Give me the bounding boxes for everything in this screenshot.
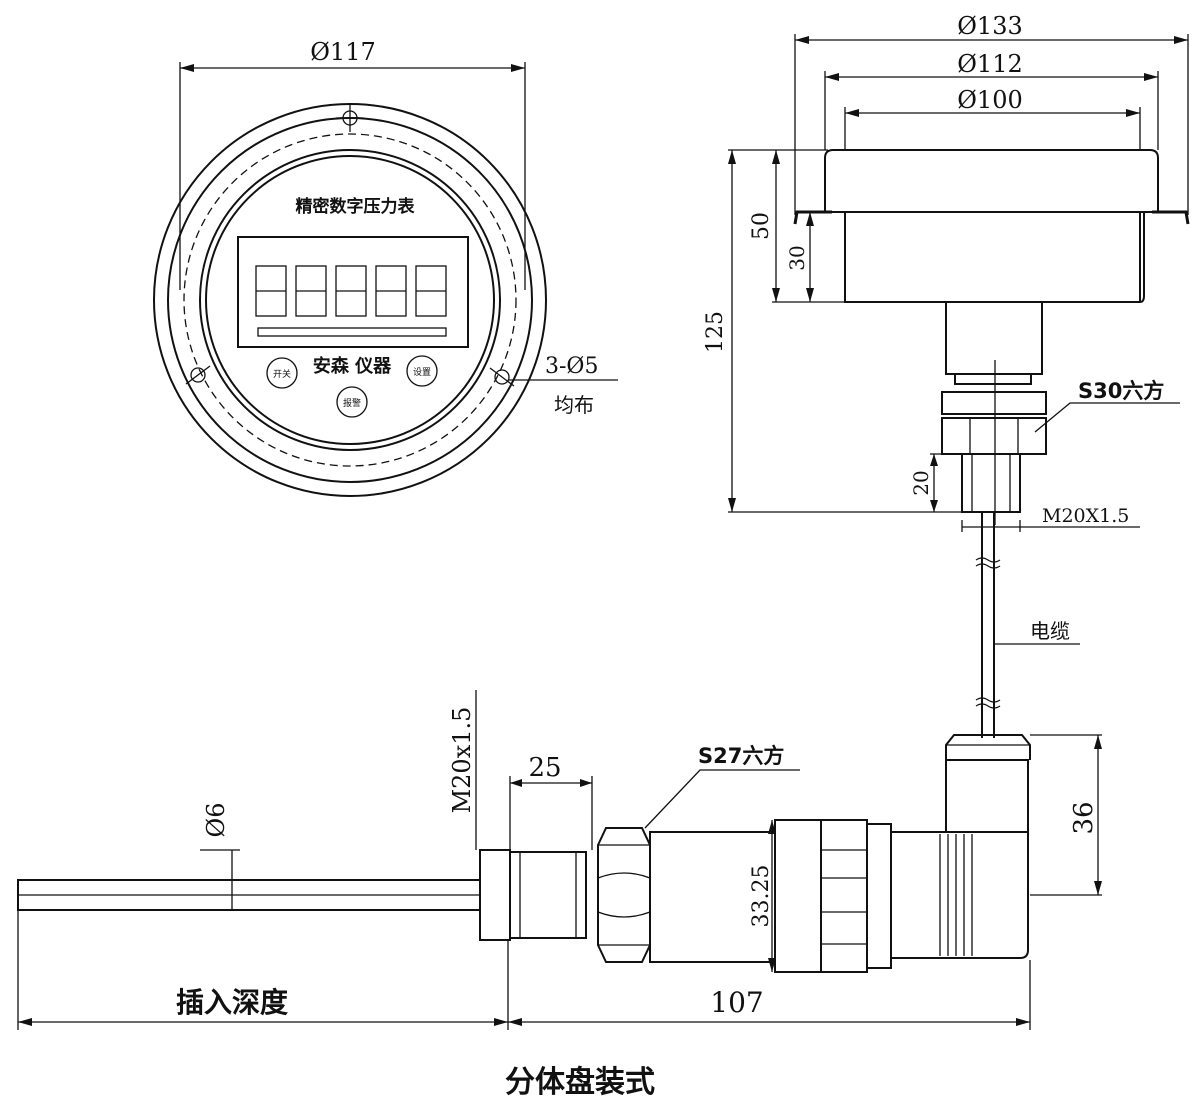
mounting-hole [336,104,364,132]
dial-title: 精密数字压力表 [296,196,416,217]
dim-107: 107 [710,986,763,1019]
front-dim-diameter-117: Ø117 [310,38,375,66]
dim-diameter-112: Ø112 [957,50,1022,78]
hex-s30-label: S30六方 [1078,379,1164,403]
bezel-flange [793,210,832,225]
led-display [237,236,469,348]
status-bar [257,327,447,337]
dim-30: 30 [785,245,809,270]
holes-note: 均布 [554,393,594,417]
side-thread-label: M20X1.5 [1042,505,1129,527]
dim-diameter-100: Ø100 [957,86,1022,114]
dim-33-25: 33.25 [749,865,774,928]
sensor-thread-label: M20x1.5 [448,707,476,814]
cable-label: 电缆 [1030,619,1070,643]
dim-50: 50 [749,212,774,240]
mounting-hole [489,367,515,387]
side-view: Ø133 Ø112 Ø100 [703,12,1190,532]
cable: 电缆 [975,512,1080,738]
dim-diameter-6: Ø6 [202,803,230,838]
dim-125: 125 [703,311,728,353]
dim-20: 20 [909,470,933,495]
seven-segment-digits [255,265,447,317]
drawing-caption: 分体盘装式 [505,1065,655,1100]
hex-s27-label: S27六方 [698,744,784,768]
dim-25: 25 [528,753,561,783]
thread-section [509,851,587,939]
dim-36: 36 [1069,801,1099,834]
holes-label: 3-Ø5 [545,354,598,379]
dim-diameter-133: Ø133 [957,12,1022,40]
neck [945,301,1043,375]
gauge-case [824,149,1159,303]
alarm-button[interactable]: 报警 [336,386,368,418]
alarm-button-label: 报警 [343,397,361,409]
set-button[interactable]: 设置 [406,355,438,387]
connector-housing [890,831,1029,959]
insertion-depth-label: 插入深度 [176,986,288,1019]
on-off-button[interactable]: 开关 [266,357,298,389]
brand-label: 安森 仪器 [313,355,392,377]
hex-nut-s27 [597,827,651,963]
on-off-button-label: 开关 [273,368,291,380]
hex-nut-s30 [941,391,1047,415]
front-view: Ø117 精密数字压力表 [153,38,618,497]
mounting-hole [185,365,211,385]
sensor-view: Ø6 M20x1.5 25 S27六方 [17,690,1102,1030]
set-button-label: 设置 [413,367,431,378]
